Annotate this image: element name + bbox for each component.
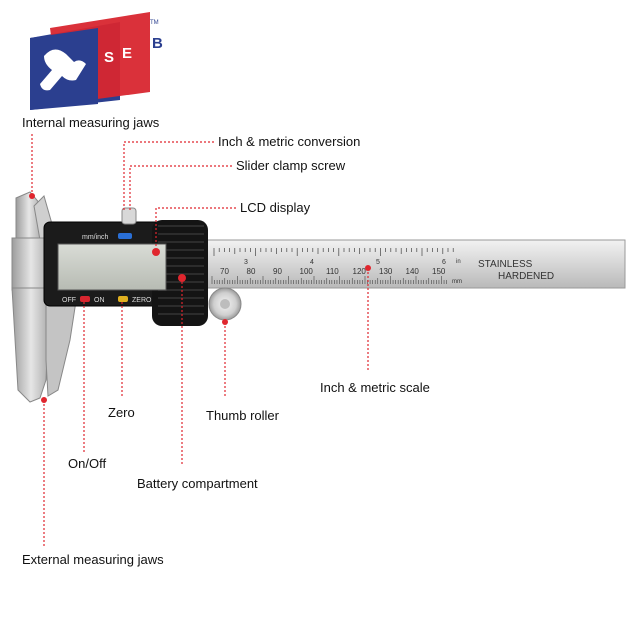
- dot-scale: [365, 265, 371, 271]
- mm-scale-number: 140: [406, 267, 420, 276]
- callout-external-jaws: External measuring jaws: [22, 552, 164, 567]
- hardened-label: HARDENED: [498, 271, 554, 282]
- inch-scale-ticks: [213, 248, 454, 256]
- lcd-callout-dot: [152, 248, 160, 256]
- callout-slider-clamp-screw: Slider clamp screw: [236, 158, 346, 173]
- inch-scale-numbers: 3 4 5 6: [244, 259, 446, 266]
- dot-external-jaws: [41, 397, 47, 403]
- logo-trademark: TM: [150, 20, 159, 26]
- zero-label: ZERO: [132, 297, 152, 304]
- slider-body: mm/inch OFF ON ZERO: [43, 207, 208, 326]
- mm-scale-number: 120: [353, 267, 367, 276]
- callout-on-off: On/Off: [68, 456, 107, 471]
- unit-button-label: mm/inch: [82, 234, 109, 241]
- callout-battery-compartment: Battery compartment: [137, 476, 258, 491]
- mm-unit-label: mm: [452, 279, 462, 285]
- inch-scale-number: 5: [376, 259, 380, 266]
- leader-lines: [31, 134, 369, 546]
- dot-internal-jaws: [29, 193, 35, 199]
- beam-bar: [194, 239, 626, 289]
- external-jaw-fixed: [11, 287, 51, 403]
- lcd-display: [57, 243, 167, 291]
- zero-button[interactable]: [118, 296, 128, 302]
- power-button[interactable]: [80, 296, 90, 302]
- unit-button[interactable]: [118, 233, 132, 239]
- callout-thumb-roller: Thumb roller: [206, 408, 279, 423]
- off-label: OFF: [62, 297, 76, 304]
- leader-conversion: [123, 141, 214, 210]
- leader-dots: [29, 193, 371, 403]
- callout-internal-jaws: Internal measuring jaws: [22, 115, 160, 130]
- callout-inch-metric-scale: Inch & metric scale: [320, 380, 430, 395]
- inch-unit-label: in: [456, 259, 461, 265]
- inch-scale-number: 4: [310, 259, 314, 266]
- leader-lcd: [155, 207, 236, 248]
- seb-logo: S E B TM: [30, 12, 163, 110]
- thumb-roller-group: [208, 287, 242, 321]
- mm-scale-number: 80: [247, 267, 256, 276]
- logo-letter-s: S: [104, 49, 114, 66]
- clamp-screw[interactable]: [121, 207, 137, 225]
- caliper-beam: 70 80 90 100 110 120 130 140 150 3 4 5 6 in mm STAI…: [194, 239, 626, 289]
- mm-scale-number: 110: [326, 267, 339, 276]
- logo-letter-b: B: [152, 35, 163, 52]
- mm-scale-number: 90: [273, 267, 282, 276]
- mm-scale-ticks: [211, 276, 447, 284]
- logo-letter-e: E: [122, 45, 132, 62]
- thumb-roller-hub: [220, 299, 230, 309]
- inch-scale-number: 6: [442, 259, 446, 266]
- jaws: [11, 191, 79, 403]
- callout-lcd-display: LCD display: [240, 200, 311, 215]
- mm-scale-number: 100: [300, 267, 314, 276]
- stainless-label: STAINLESS: [478, 259, 533, 270]
- battery-callout-dot: [178, 274, 186, 282]
- mm-scale-number: 150: [432, 267, 446, 276]
- on-label: ON: [94, 297, 105, 304]
- inch-scale-number: 3: [244, 259, 248, 266]
- wrench-icon: [40, 49, 86, 91]
- dot-thumb-roller: [222, 319, 228, 325]
- callout-inch-metric-conversion: Inch & metric conversion: [218, 134, 361, 149]
- callout-zero: Zero: [108, 405, 135, 420]
- leader-clamp-screw: [129, 165, 232, 210]
- mm-scale-number: 70: [220, 267, 229, 276]
- mm-scale-numbers: 70 80 90 100 110 120 130 140 150: [220, 267, 446, 276]
- mm-scale-number: 130: [379, 267, 393, 276]
